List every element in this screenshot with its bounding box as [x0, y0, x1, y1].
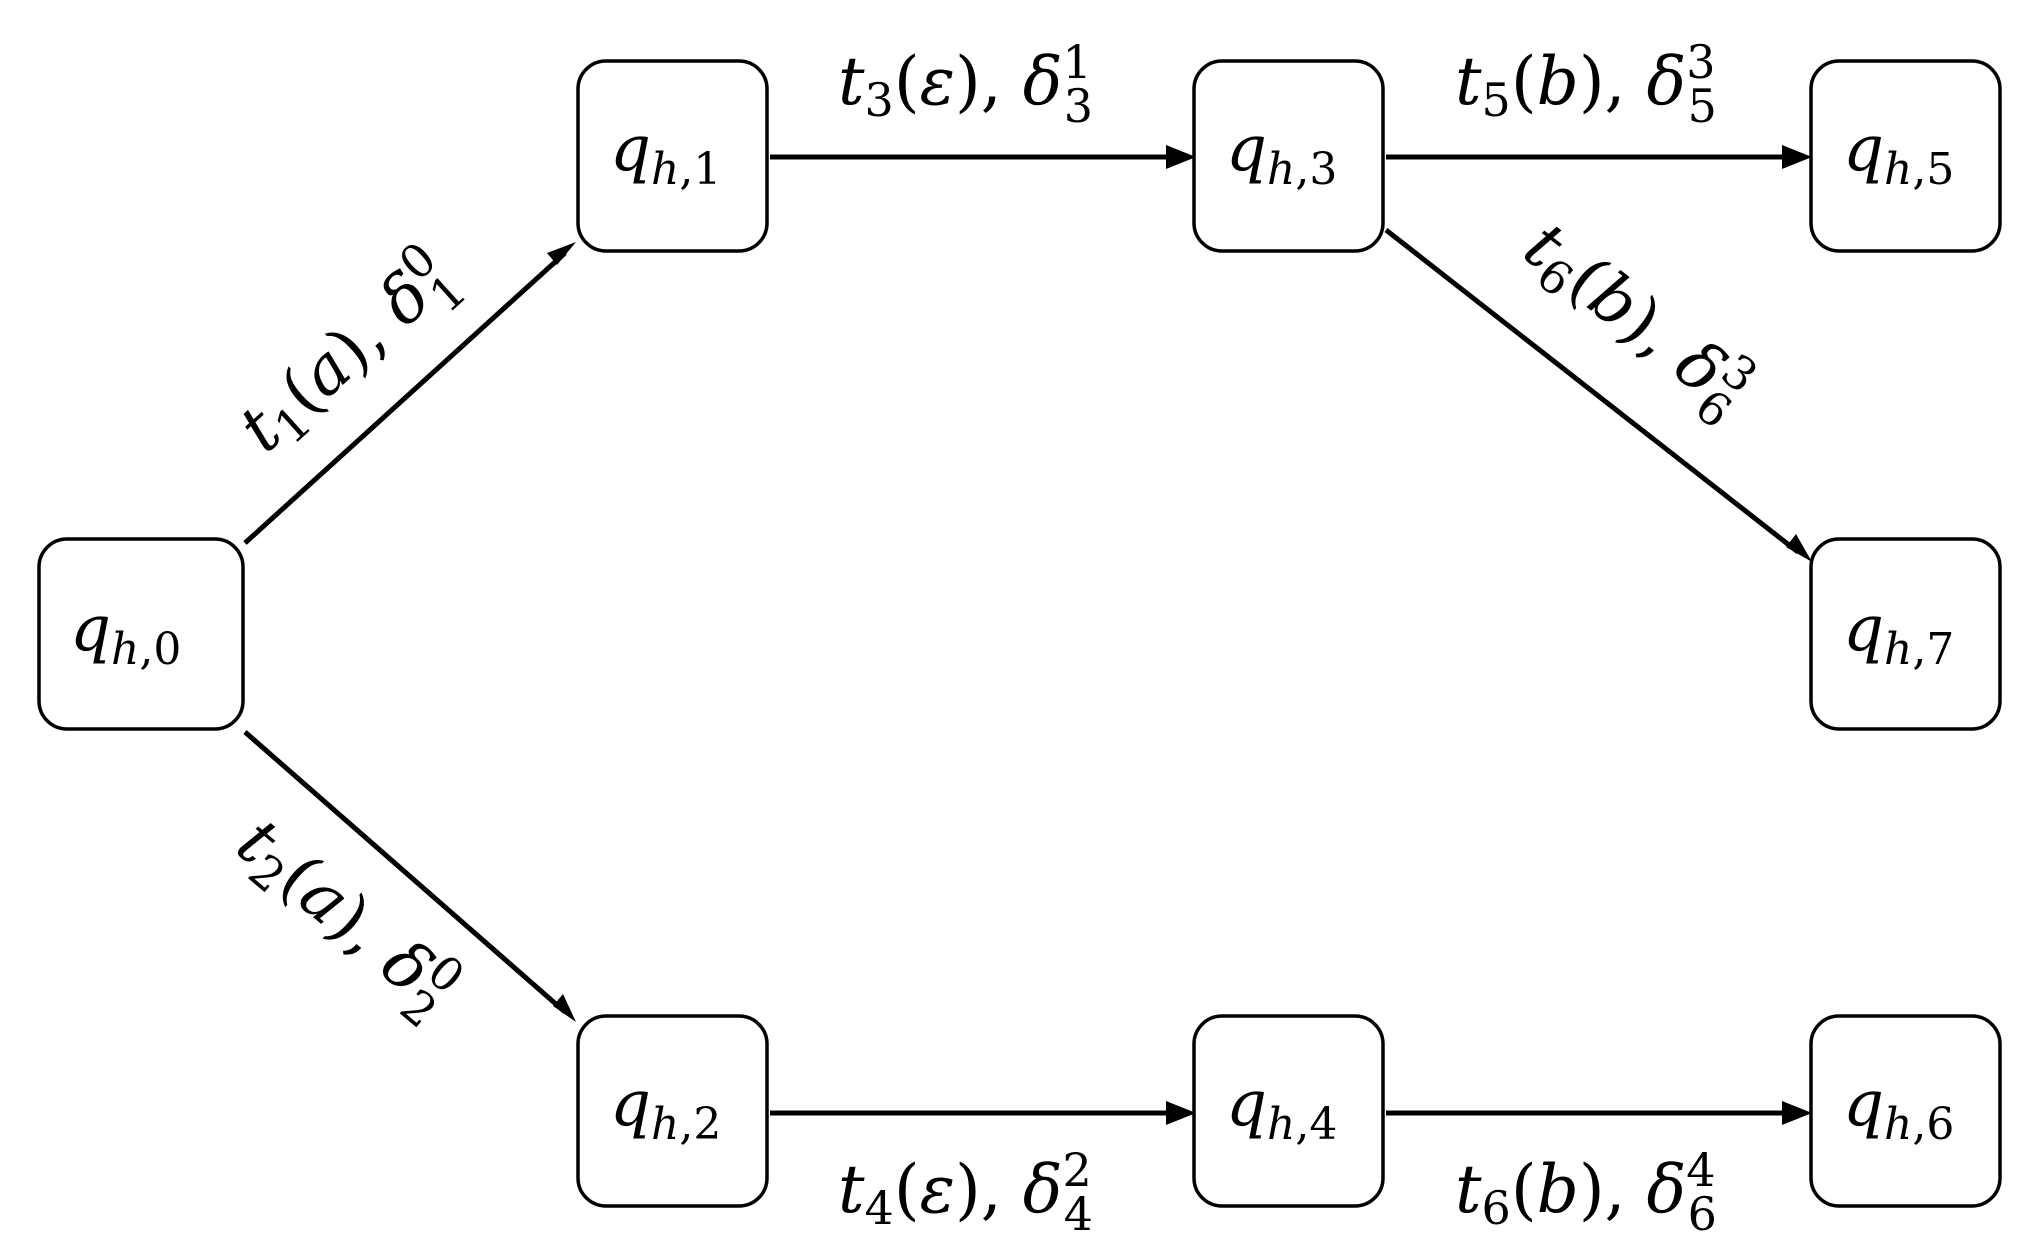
svg-text:qh,4: qh,4	[1226, 1067, 1337, 1150]
svg-text:qh,3: qh,3	[1226, 112, 1337, 195]
state-node-q2[interactable]: qh,2	[576, 1014, 769, 1208]
arrowhead-q0-q1	[547, 242, 576, 265]
edge-q3-q7: t6(b), δ36	[1384, 201, 1812, 562]
arrowhead-q3-q5	[1782, 145, 1812, 169]
state-node-q6[interactable]: qh,6	[1809, 1014, 2002, 1208]
arrowhead-q3-q7	[1786, 534, 1812, 562]
svg-text:qh,5: qh,5	[1843, 112, 1954, 195]
edge-label-q0-q1: t1(a), δ01	[219, 230, 477, 476]
svg-text:qh,0: qh,0	[70, 592, 181, 675]
state-node-q5[interactable]: qh,5	[1809, 59, 2002, 253]
state-node-q4[interactable]: qh,4	[1192, 1014, 1385, 1208]
state-node-q3[interactable]: qh,3	[1192, 59, 1385, 253]
arrowhead-q2-q4	[1166, 1101, 1196, 1125]
svg-text:qh,2: qh,2	[610, 1067, 721, 1150]
arrowhead-q4-q6	[1782, 1101, 1812, 1125]
edge-label-q0-q2: t2(a), δ02	[214, 797, 475, 1039]
edge-q0-q2: t2(a), δ02	[214, 730, 576, 1039]
svg-text:qh,6: qh,6	[1843, 1067, 1954, 1150]
edge-q0-q1: t1(a), δ01	[219, 230, 576, 545]
edge-label-q3-q7: t6(b), δ36	[1502, 201, 1769, 439]
svg-text:qh,7: qh,7	[1843, 592, 1954, 675]
state-node-q7[interactable]: qh,7	[1809, 537, 2002, 731]
state-node-q1[interactable]: qh,1	[576, 59, 769, 253]
svg-text:qh,1: qh,1	[610, 112, 721, 195]
arrowhead-q1-q3	[1166, 145, 1196, 169]
state-node-q0[interactable]: qh,0	[37, 537, 245, 731]
arrowhead-q0-q2	[553, 994, 576, 1022]
